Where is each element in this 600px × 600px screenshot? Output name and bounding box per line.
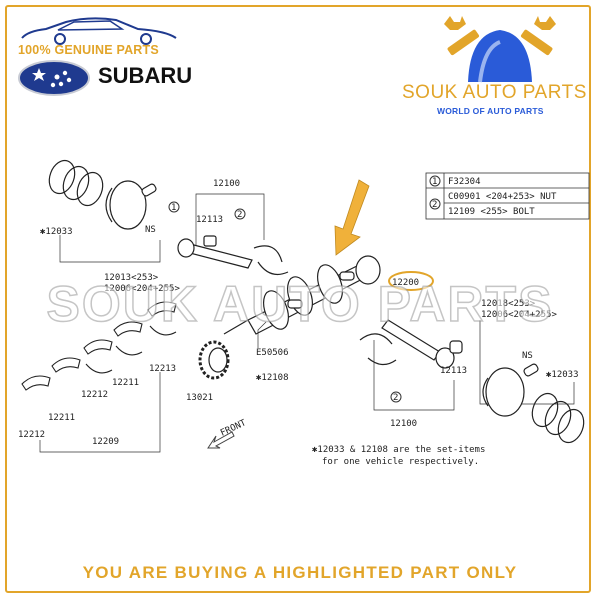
- front-arrow-icon: [207, 431, 235, 449]
- page-border: [5, 5, 591, 593]
- highlight-ring: [388, 271, 434, 291]
- connecting-rod-top: [177, 235, 289, 275]
- label-12212-b: 12212: [18, 430, 45, 440]
- legend-row-2: C00901 <204+253> NUT: [448, 192, 557, 202]
- label-12018: 12018<253>: [481, 299, 536, 309]
- wrench-helmet-logo: [444, 16, 556, 83]
- connecting-rod-bottom: [359, 319, 463, 369]
- piston-left: [105, 180, 157, 230]
- label-12033-right: ✱12033: [546, 370, 579, 380]
- label-ns-right: NS: [522, 351, 533, 361]
- legend-table: 1 2 F32304 C00901 <204+253> NUT 12109 <2…: [425, 172, 590, 220]
- label-12213: 12213: [149, 364, 176, 374]
- note-line-2: for one vehicle respectively.: [322, 457, 479, 467]
- brand-name: SUBARU: [98, 63, 193, 88]
- piston-rings-left: [48, 159, 104, 207]
- label-12100-top: 12100: [213, 179, 240, 189]
- piston-right: [482, 363, 539, 417]
- car-outline-icon: [21, 17, 177, 45]
- footer-notice: YOU ARE BUYING A HIGHLIGHTED PART ONLY: [82, 563, 518, 582]
- label-12013: 12013<253>: [104, 273, 159, 283]
- label-12108: ✱12108: [256, 373, 289, 383]
- legend-num-1: 1: [432, 177, 437, 187]
- label-1-a: 1: [171, 203, 176, 213]
- label-12209: 12209: [92, 437, 119, 447]
- label-12006a: 12006<204+255>: [104, 284, 180, 294]
- label-12211-b: 12211: [48, 413, 75, 423]
- crank-sprocket: [198, 340, 230, 380]
- label-12200: 12200: [392, 278, 419, 288]
- label-12113-right: 12113: [440, 366, 467, 376]
- label-2-b: 2: [393, 393, 398, 403]
- genuine-parts-text: 100% GENUINE PARTS: [18, 43, 159, 57]
- watermark-text: SOUK AUTO PARTS: [46, 275, 554, 333]
- note-line-1: ✱12033 & 12108 are the set-items: [312, 445, 485, 455]
- pointer-arrow-icon: [334, 179, 370, 256]
- label-12033-left: ✱12033: [40, 227, 73, 237]
- shop-tagline: WORLD OF AUTO PARTS: [437, 106, 544, 116]
- piston-rings-right: [531, 392, 585, 444]
- crankshaft: [223, 255, 381, 335]
- shop-name: SOUK AUTO PARTS: [402, 82, 587, 103]
- label-12100-bottom: 12100: [390, 419, 417, 429]
- legend-num-2: 2: [432, 200, 437, 210]
- label-ns-left: NS: [145, 225, 156, 235]
- subaru-star-logo: [18, 60, 90, 96]
- label-13021: 13021: [186, 393, 213, 403]
- label-12113-top: 12113: [196, 215, 223, 225]
- legend-row-3: 12109 <255> BOLT: [448, 207, 535, 217]
- label-12211-a: 12211: [112, 378, 139, 388]
- label-12212-a: 12212: [81, 390, 108, 400]
- label-2-a: 2: [237, 210, 242, 220]
- main-bearings: [21, 301, 177, 391]
- legend-row-1: F32304: [448, 177, 481, 187]
- label-12006b: 12006<204+255>: [481, 310, 557, 320]
- label-e50506: E50506: [256, 348, 289, 358]
